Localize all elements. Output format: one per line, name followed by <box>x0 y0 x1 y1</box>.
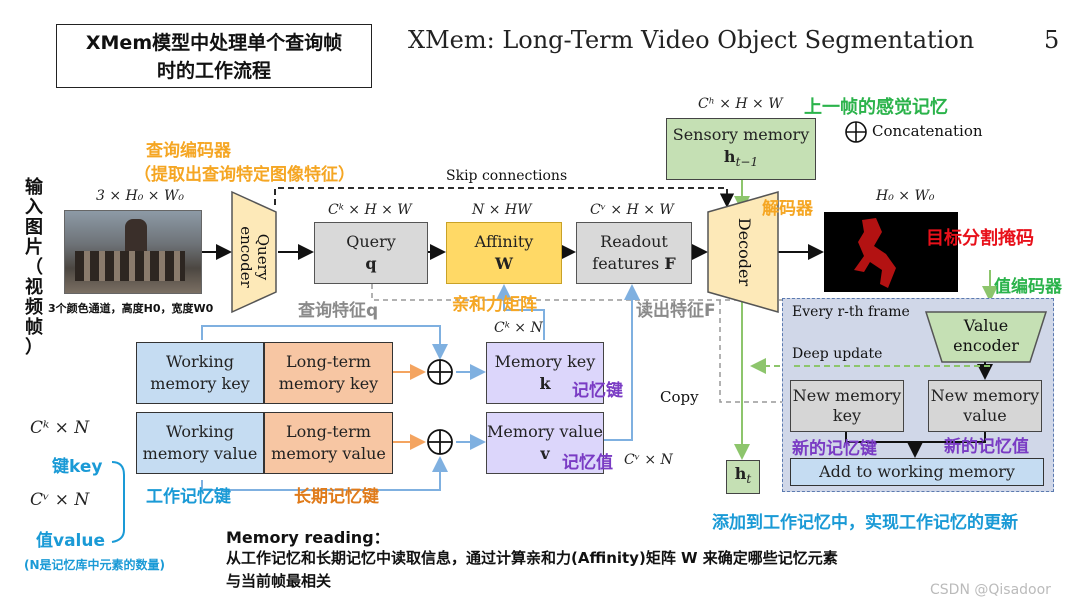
add-to-working-memory: Add to working memory <box>790 458 1044 486</box>
title-line-1: XMem模型中处理单个查询帧 <box>85 32 343 54</box>
ann-affinity: 亲和力矩阵 <box>452 295 537 315</box>
ann-working-key: 工作记忆键 <box>146 487 231 507</box>
page-number: 5 <box>1044 26 1060 54</box>
mem-key-dims: Cᵏ × N <box>494 320 543 336</box>
input-frame-image <box>64 210 202 294</box>
copy-label: Copy <box>660 388 699 406</box>
ann-value: 值value <box>36 531 106 551</box>
ann-query-feat: 查询特征q <box>298 301 379 321</box>
title-line-2: 时的工作流程 <box>156 60 271 82</box>
watermark: CSDN @Qisadoor <box>930 582 1051 598</box>
ann-query-encoder-1: 查询编码器 <box>146 141 231 161</box>
ann-n-note: (N是记忆库中元素的数量) <box>24 558 166 572</box>
deep-update-label: Deep update <box>792 346 883 362</box>
ann-sensory: 上一帧的感觉记忆 <box>804 97 948 118</box>
working-memory-value: Working memory value <box>136 412 264 474</box>
slide-title: XMem: Long-Term Video Object Segmentatio… <box>408 26 975 54</box>
title-box: XMem模型中处理单个查询帧 时的工作流程 <box>56 24 372 88</box>
skip-connections-label: Skip connections <box>446 168 568 184</box>
every-frame-label: Every r-th frame <box>792 304 910 320</box>
ht-block: ht <box>726 460 760 494</box>
affinity-block: Affinity W <box>446 222 562 284</box>
ann-value-encoder: 值编码器 <box>994 277 1062 297</box>
ann-mem-value: 记忆值 <box>562 453 613 473</box>
query-dims: Cᵏ × H × W <box>328 202 412 218</box>
new-memory-value: New memory value <box>928 380 1042 432</box>
readout-dims: Cᵛ × H × W <box>590 202 674 218</box>
input-vertical-label: 输 入 图 片 （ 视 频 帧 ） <box>25 177 43 358</box>
ann-add-working: 添加到工作记忆中，实现工作记忆的更新 <box>712 513 1018 533</box>
concatenation-legend: Concatenation <box>872 122 983 140</box>
memory-reading-line-2: 与当前帧最相关 <box>226 572 332 590</box>
ann-readout: 读出特征F <box>636 301 716 321</box>
ann-longterm-key: 长期记忆键 <box>294 487 379 507</box>
working-memory-key: Working memory key <box>136 342 264 404</box>
memory-reading-line-1: 从工作记忆和长期记忆中读取信息，通过计算亲和力(Affinity)矩阵 W 来确… <box>226 549 838 567</box>
query-block: Query q <box>314 222 428 284</box>
affinity-dims: N × HW <box>472 202 532 218</box>
memory-reading-title: Memory reading： <box>226 528 390 547</box>
sensory-memory-block: Sensory memory ht−1 <box>666 118 816 180</box>
ann-query-encoder-2: （提取出查询特定图像特征） <box>134 165 355 185</box>
memory-value-block: Memory value v <box>486 412 604 474</box>
ann-new-key: 新的记忆键 <box>792 439 877 459</box>
new-memory-key: New memory key <box>790 380 904 432</box>
memory-key-block: Memory key k <box>486 342 604 404</box>
sensory-dims: Cʰ × H × W <box>698 96 783 112</box>
longterm-memory-key: Long-term memory key <box>264 342 393 404</box>
value-encoder-label: Value encoder <box>953 316 1019 355</box>
input-dims: 3 × H₀ × W₀ <box>96 188 184 204</box>
left-value-dims: Cᵛ × N <box>30 490 90 510</box>
output-mask-image <box>824 212 958 292</box>
input-caption: 3个颜色通道，高度H0，宽度W0 <box>48 302 214 315</box>
ann-mem-key: 记忆键 <box>572 381 623 401</box>
ann-decoder: 解码器 <box>762 199 813 219</box>
readout-block: Readout features F <box>576 222 692 284</box>
ann-new-value: 新的记忆值 <box>944 437 1029 457</box>
mem-value-dims: Cᵛ × N <box>624 452 673 468</box>
output-dims: H₀ × W₀ <box>876 188 935 204</box>
longterm-memory-value: Long-term memory value <box>264 412 393 474</box>
ann-mask: 目标分割掩码 <box>926 228 1034 249</box>
ann-key: 键key <box>52 457 103 477</box>
left-key-dims: Cᵏ × N <box>30 418 90 438</box>
